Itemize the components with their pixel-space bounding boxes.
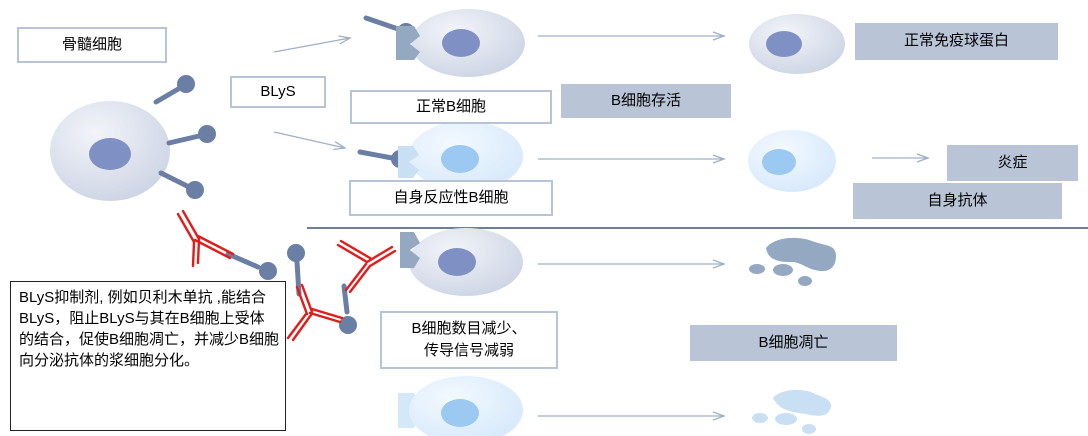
blys-inhibitor-antibody-3 (336, 239, 397, 294)
normal-b-cell-label: 正常B细胞 (350, 90, 552, 124)
blys-ligand-1 (153, 75, 195, 105)
autoreactive-b-cell (409, 121, 523, 191)
bone-marrow-cell (50, 101, 170, 201)
bone-marrow-label: 骨髓细胞 (17, 27, 167, 63)
inhibited-b-cell (409, 228, 523, 296)
normal-b-cell-receptor (396, 26, 420, 60)
blys-inhibitor-antibody-2 (286, 283, 344, 342)
normal-immunoglobulin-label: 正常免疫球蛋白 (855, 23, 1058, 60)
blys-ligand-2 (166, 125, 216, 146)
autoreactive-plasma-cell (748, 130, 836, 192)
blys-ligand-3 (158, 170, 204, 199)
b-cell-reduction-label: B细胞数目减少、 传导信号减弱 (380, 311, 558, 369)
autoreactive-b-cell-label: 自身反应性B细胞 (349, 180, 553, 216)
arrow-to-autoreactive-b-cell (273, 131, 347, 151)
inhibited-autoreactive-b-cell (409, 376, 523, 436)
normal-plasma-cell (749, 14, 845, 74)
blys-ligand-lower-3 (339, 283, 357, 334)
apoptotic-cell-blue (752, 389, 832, 434)
blys-inhibitor-antibody-1 (176, 209, 235, 268)
inflammation-label: 炎症 (947, 145, 1078, 181)
b-cell-survival-label: B细胞存活 (561, 84, 731, 118)
autoreactive-b-cell-receptor (398, 146, 419, 178)
b-cell-apoptosis-label: B细胞凋亡 (690, 325, 897, 361)
blys-ligand-lower-1 (225, 251, 277, 280)
blys-label: BLyS (230, 76, 326, 108)
blys-inhibitor-note: BLyS抑制剂, 例如贝利木单抗 ,能结合 BLyS，阻止BLyS与其在B细胞上… (10, 281, 286, 431)
normal-b-cell (411, 9, 525, 77)
arrow-to-normal-b-cell (273, 35, 352, 53)
apoptotic-cell-grey (749, 237, 836, 286)
inhibited-b-cell-receptor (400, 232, 420, 268)
autoantibody-label: 自身抗体 (853, 183, 1062, 219)
